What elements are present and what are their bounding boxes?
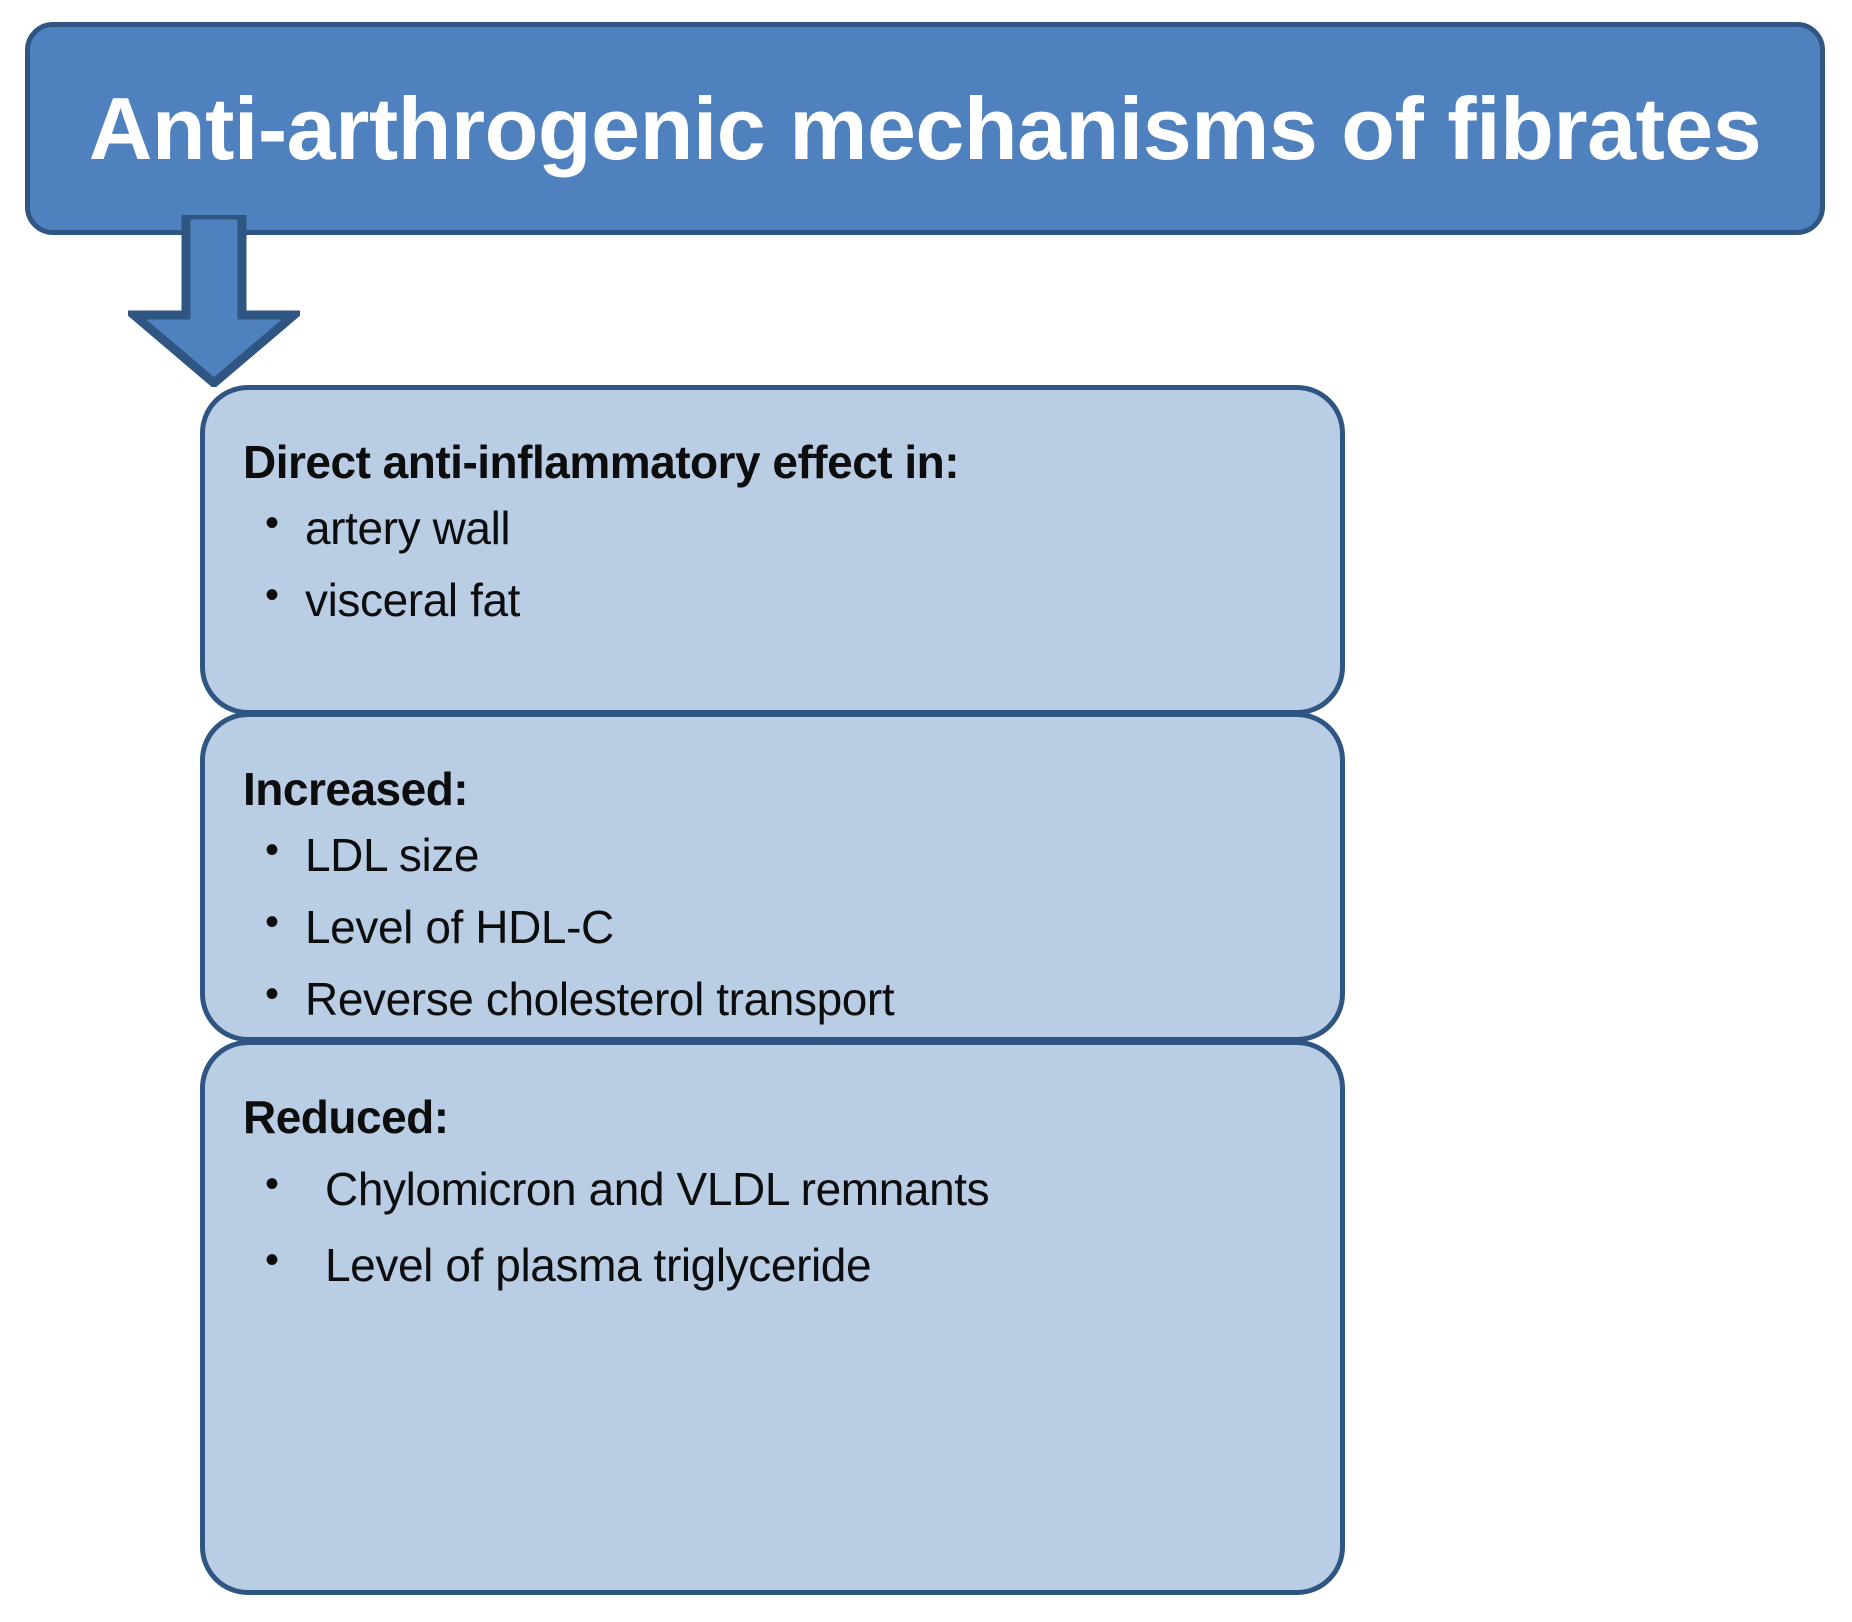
list-item: artery wall	[243, 503, 1300, 551]
list-item: Level of HDL-C	[243, 902, 1300, 950]
list-item: Reverse cholesterol transport	[243, 974, 1300, 1022]
bullet-list: Chylomicron and VLDL remnants Level of p…	[243, 1164, 1300, 1288]
box-heading: Direct anti-inflammatory effect in:	[243, 436, 960, 488]
mechanism-box-direct-anti-inflammatory: Direct anti-inflammatory effect in: arte…	[200, 385, 1345, 715]
mechanism-box-reduced: Reduced: Chylomicron and VLDL remnants L…	[200, 1040, 1345, 1595]
list-item: Level of plasma triglyceride	[243, 1240, 1300, 1288]
box-heading: Increased:	[243, 763, 469, 815]
list-item: Chylomicron and VLDL remnants	[243, 1164, 1300, 1212]
bullet-list: LDL size Level of HDL-C Reverse choleste…	[243, 830, 1300, 1022]
diagram-title: Anti-arthrogenic mechanisms of fibrates	[88, 78, 1762, 178]
list-item: LDL size	[243, 830, 1300, 878]
list-item: visceral fat	[243, 575, 1300, 623]
mechanism-box-increased: Increased: LDL size Level of HDL-C Rever…	[200, 712, 1345, 1042]
box-heading: Reduced:	[243, 1091, 449, 1143]
bullet-list: artery wall visceral fat	[243, 503, 1300, 623]
down-arrow-icon	[128, 215, 300, 387]
diagram-header-banner: Anti-arthrogenic mechanisms of fibrates	[25, 22, 1825, 235]
